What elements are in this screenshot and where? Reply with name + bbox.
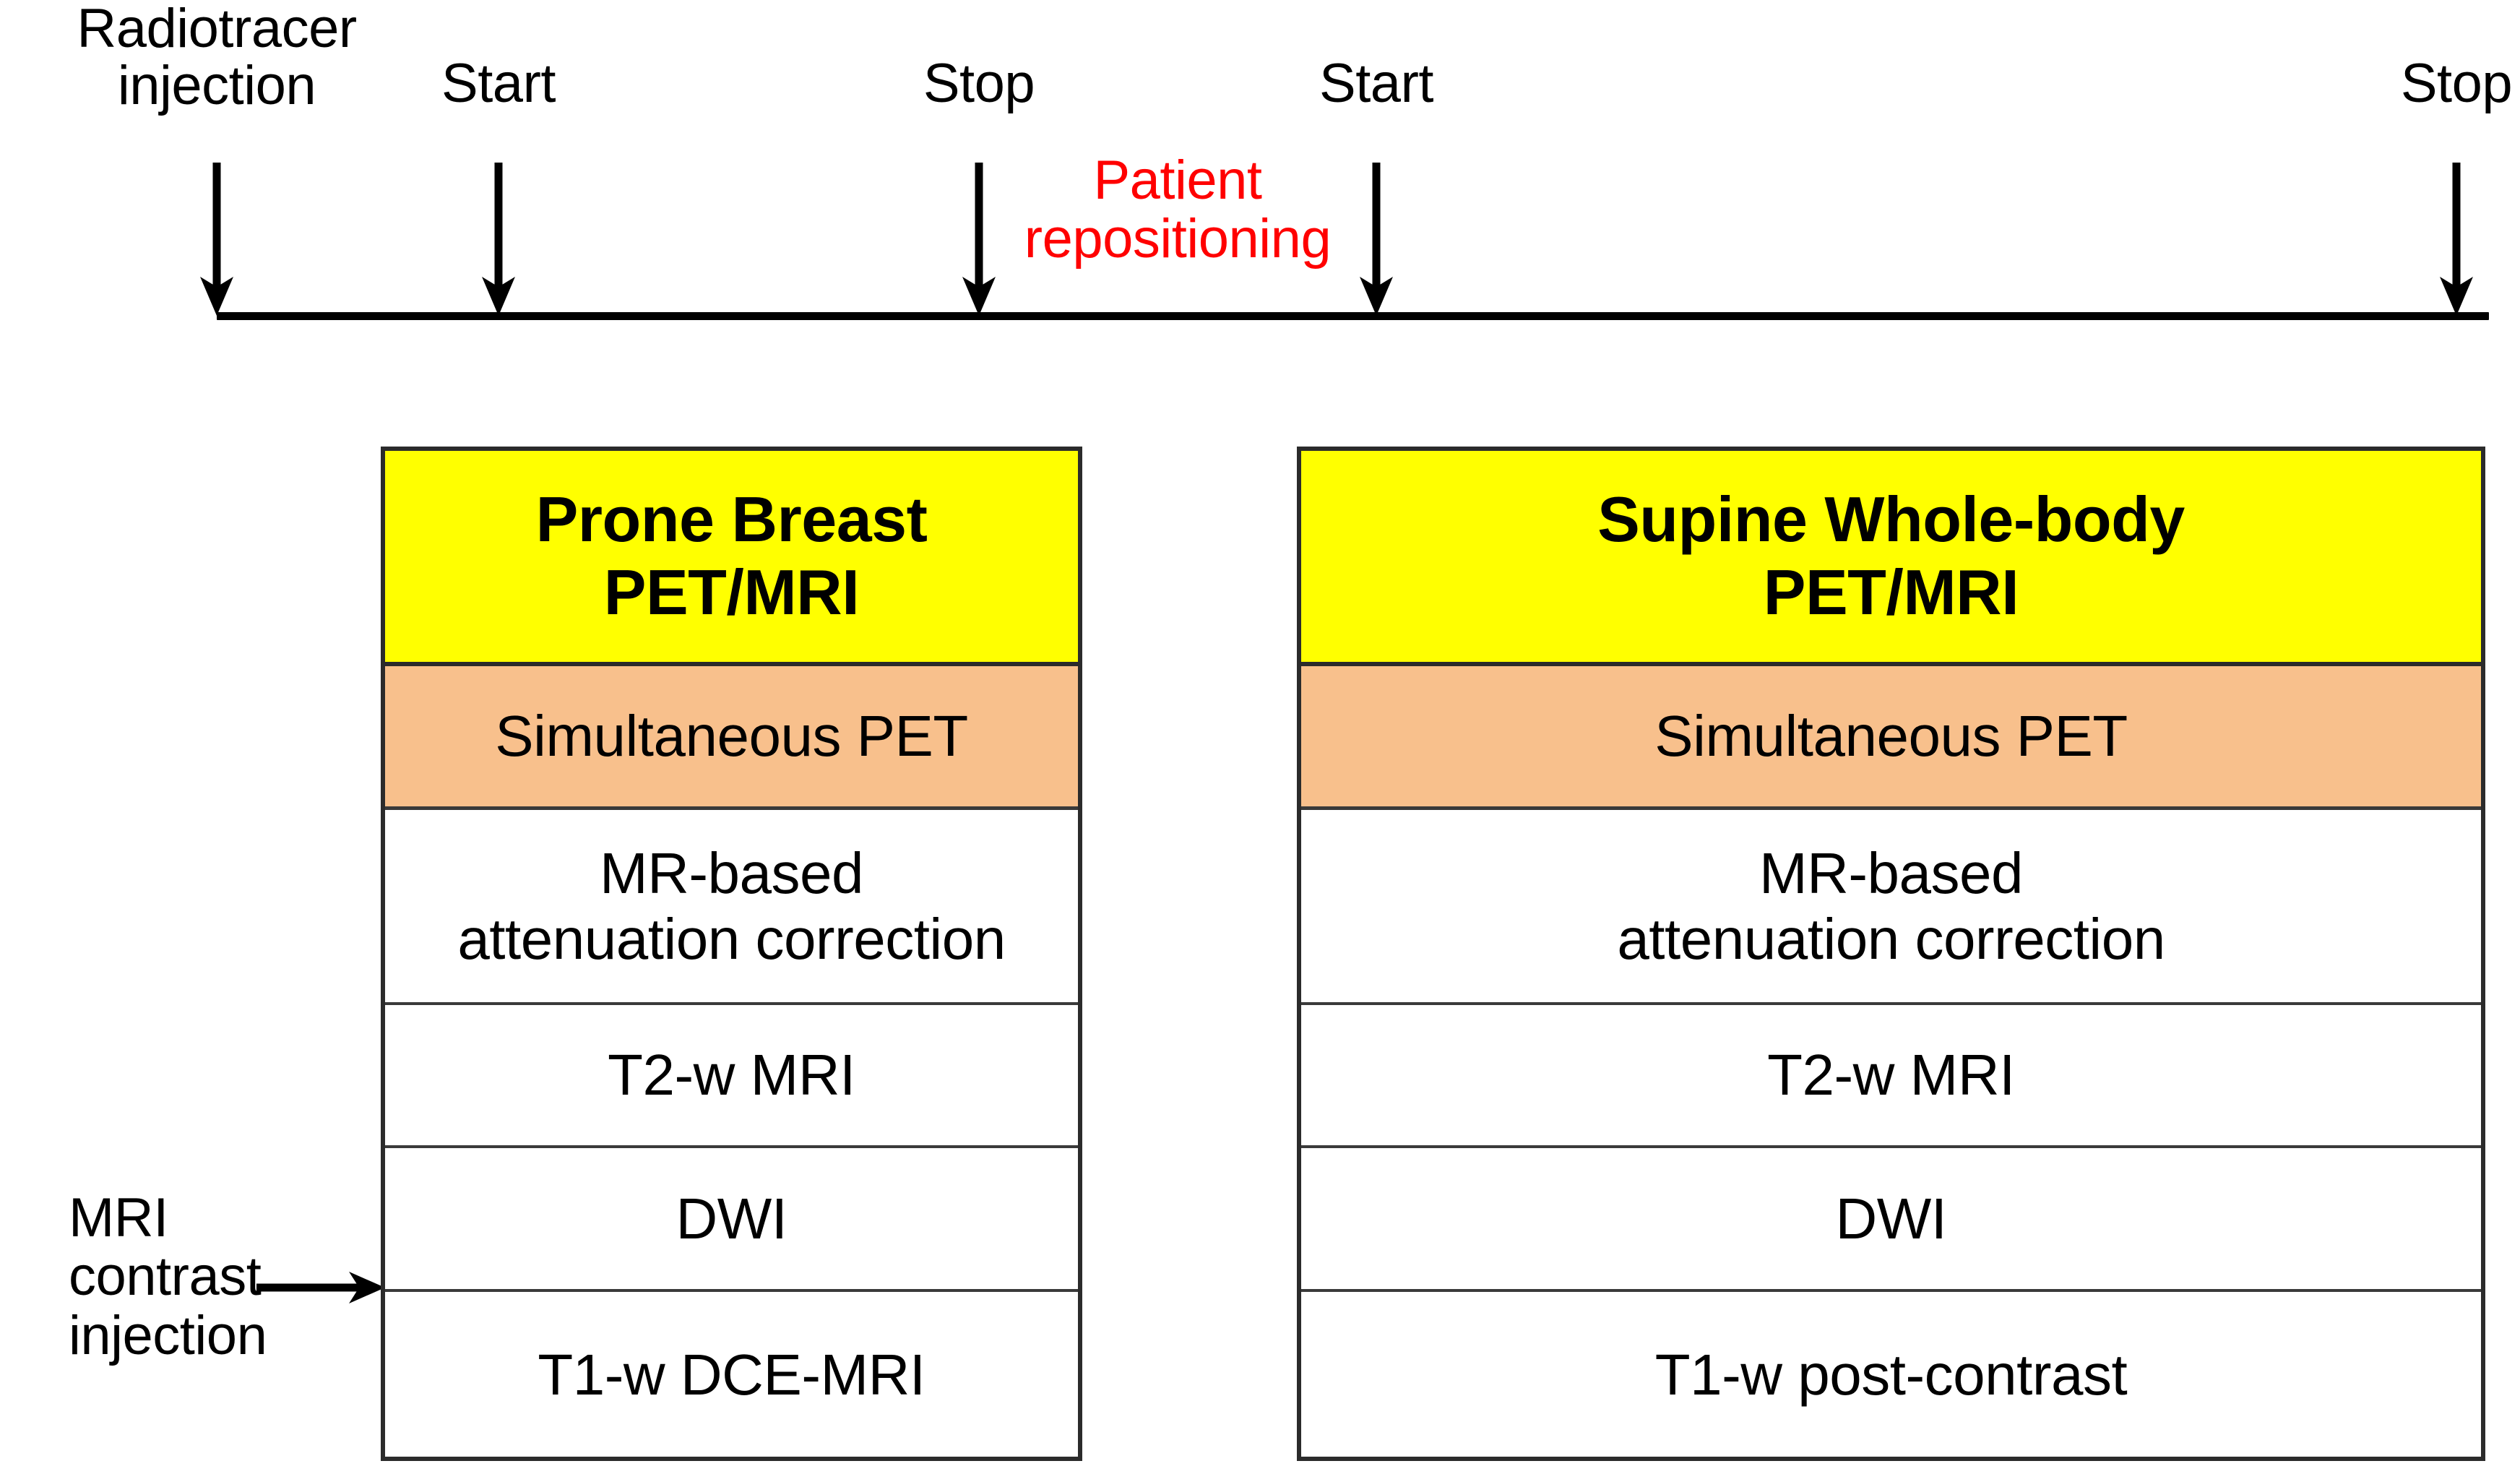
protocol-header-supine-whole-body: Supine Whole-body PET/MRI: [1301, 451, 2481, 666]
protocol-row-mr-attenuation-correction-supine: MR-based attenuation correction: [1301, 810, 2481, 1005]
timeline-label-start-supine: Start: [1319, 53, 1434, 114]
protocol-row-simultaneous-pet-supine: Simultaneous PET: [1301, 665, 2481, 811]
timeline-label-radiotracer-injection: Radiotracer injection: [77, 0, 357, 117]
protocol-row-mr-attenuation-correction: MR-based attenuation correction: [385, 810, 1078, 1005]
protocol-row-dwi-supine: DWI: [1301, 1147, 2481, 1293]
timeline-label-stop-prone: Stop: [923, 53, 1035, 114]
timeline-label-start-prone: Start: [441, 53, 556, 114]
timeline-arrow-stop-prone: [962, 163, 996, 316]
timeline-label-stop-supine: Stop: [2400, 53, 2513, 114]
timeline-arrow-start-prone: [482, 163, 515, 316]
protocol-row-t2w-mri: T2-w MRI: [385, 1004, 1078, 1148]
mri-contrast-injection-label: MRI contrast injection: [69, 1187, 267, 1366]
protocol-row-t2w-mri-supine: T2-w MRI: [1301, 1004, 2481, 1148]
timeline-arrow-stop-supine: [2440, 163, 2473, 316]
mri-contrast-injection-arrow: [256, 1272, 385, 1303]
protocol-table-prone-breast: Prone Breast PET/MRI Simultaneous PET MR…: [381, 447, 1082, 1461]
timeline-arrow-radiotracer-injection: [200, 163, 233, 316]
protocol-row-dwi: DWI: [385, 1147, 1078, 1293]
protocol-row-t1w-post-contrast: T1-w post-contrast: [1301, 1292, 2481, 1457]
timeline-arrow-start-supine: [1360, 163, 1393, 316]
timeline-axis: [217, 312, 2489, 320]
protocol-row-t1w-dce-mri: T1-w DCE-MRI: [385, 1292, 1078, 1457]
protocol-row-simultaneous-pet: Simultaneous PET: [385, 665, 1078, 811]
patient-repositioning-note: Patient repositioning: [1024, 150, 1332, 270]
protocol-table-supine-whole-body: Supine Whole-body PET/MRI Simultaneous P…: [1297, 447, 2485, 1461]
protocol-header-prone-breast: Prone Breast PET/MRI: [385, 451, 1078, 666]
